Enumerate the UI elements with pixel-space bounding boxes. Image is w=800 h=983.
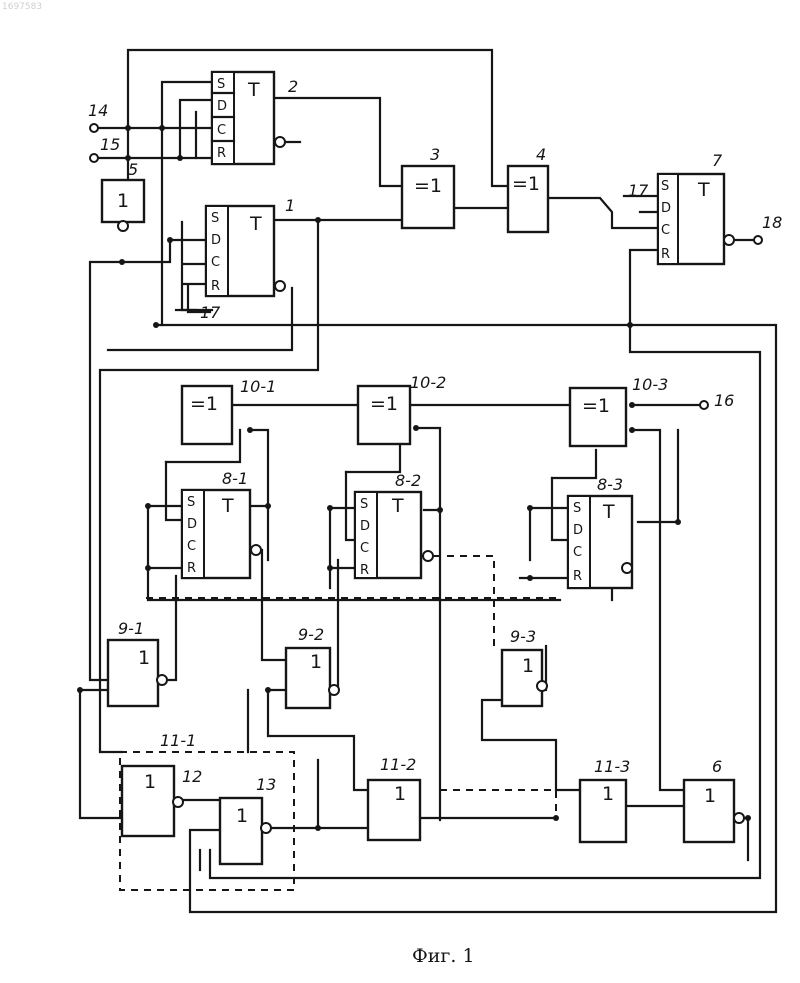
xor-10-1: =1 10-1	[182, 377, 276, 444]
gate-9-1: 1 9-1	[108, 619, 167, 706]
gate-symbol: 1	[236, 805, 248, 827]
terminal-14-label: 14	[88, 101, 108, 120]
label-11-2: 11-2	[380, 755, 416, 774]
trigger-1: S D C R T 1	[206, 196, 295, 296]
label-13: 13	[256, 775, 276, 794]
terminal-17-label: 17	[200, 303, 221, 322]
block-11-1: 11-1	[160, 731, 196, 750]
xor-symbol: =1	[414, 175, 442, 197]
label-12: 12	[182, 767, 202, 786]
pin-s: S	[573, 501, 581, 516]
xor-symbol: =1	[370, 393, 398, 415]
label-11-1: 11-1	[160, 731, 196, 750]
label-9-3: 9-3	[510, 627, 536, 646]
label-1: 1	[285, 196, 295, 215]
pin-r: R	[573, 569, 582, 584]
trigger-symbol: T	[249, 213, 262, 235]
xor-10-3: =1 10-3	[570, 375, 668, 446]
xor-3: =1 3	[402, 145, 454, 228]
trigger-2: S D C R T 2	[212, 72, 298, 164]
terminal-15-label: 15	[100, 135, 120, 154]
xor-4: =1 4	[508, 145, 548, 232]
label-9-2: 9-2	[298, 625, 324, 644]
terminal-16-label: 16	[714, 391, 734, 410]
trigger-symbol: T	[602, 501, 615, 523]
label-4: 4	[536, 145, 546, 164]
pin-d: D	[360, 519, 370, 534]
xor-10-2: =1 10-2	[358, 373, 446, 444]
gate-symbol: 1	[144, 771, 156, 793]
gate-symbol: 1	[602, 783, 614, 805]
gate-6: 1 6	[684, 757, 744, 842]
label-10-1: 10-1	[240, 377, 276, 396]
pin-s: S	[661, 179, 669, 194]
gate-11-2: 1 11-2	[368, 755, 420, 840]
pin-s: S	[360, 497, 368, 512]
gate-13: 1 13	[220, 775, 276, 864]
gate-symbol: 1	[138, 647, 150, 669]
pin-c: C	[211, 255, 220, 270]
pin-c: C	[573, 545, 582, 560]
figure-caption: Фиг. 1	[412, 945, 475, 967]
gate-symbol: 1	[310, 651, 322, 673]
gate-symbol: 1	[704, 785, 716, 807]
pin-d: D	[217, 99, 227, 114]
label-2: 2	[288, 77, 298, 96]
label-10-3: 10-3	[632, 375, 668, 394]
pin-s: S	[187, 495, 195, 510]
trigger-7: S D C R T 7 17	[628, 151, 734, 264]
document-stamp: 1697583	[2, 2, 42, 12]
label-8-3: 8-3	[597, 475, 623, 494]
label-11-3: 11-3	[594, 757, 630, 776]
pin-c: C	[661, 223, 670, 238]
trigger-symbol: T	[391, 495, 404, 517]
label-10-2: 10-2	[410, 373, 446, 392]
pin-d: D	[211, 233, 221, 248]
pin-r: R	[187, 561, 196, 576]
xor-symbol: =1	[582, 395, 610, 417]
pin-r: R	[211, 279, 220, 294]
trigger-8-2: S D C R T 8-2	[355, 471, 433, 578]
trigger-8-1: S D C R T 8-1	[182, 469, 261, 578]
pin-r: R	[217, 146, 226, 161]
pin-d: D	[661, 201, 671, 216]
gate-11-3: 1 11-3	[580, 757, 630, 842]
trigger-symbol: T	[697, 179, 710, 201]
label-8-1: 8-1	[222, 469, 248, 488]
pin-s: S	[211, 211, 219, 226]
label-7: 7	[712, 151, 723, 170]
gate-9-2: 1 9-2	[286, 625, 339, 708]
label-6: 6	[712, 757, 722, 776]
trigger-8-3: S D C R T 8-3	[568, 475, 632, 588]
label-8-2: 8-2	[395, 471, 421, 490]
label-9-1: 9-1	[118, 619, 144, 638]
trigger-symbol: T	[221, 495, 234, 517]
gate-symbol: 1	[394, 783, 406, 805]
pin-d: D	[573, 523, 583, 538]
label-5: 5	[128, 160, 138, 179]
label-3: 3	[430, 145, 440, 164]
pin-r: R	[661, 247, 670, 262]
gate-symbol: 1	[522, 655, 534, 677]
label-17-input: 17	[628, 181, 649, 200]
trigger-symbol: T	[247, 79, 260, 101]
gate-symbol: 1	[117, 190, 129, 212]
gate-5: 1 5	[102, 160, 144, 231]
pin-r: R	[360, 563, 369, 578]
terminal-18-label: 18	[762, 213, 782, 232]
pin-c: C	[187, 539, 196, 554]
pin-c: C	[217, 123, 226, 138]
pin-c: C	[360, 541, 369, 556]
pin-s: S	[217, 77, 225, 92]
gate-9-3: 1 9-3	[502, 627, 547, 706]
pin-d: D	[187, 517, 197, 532]
xor-symbol: =1	[512, 173, 540, 195]
xor-symbol: =1	[190, 393, 218, 415]
